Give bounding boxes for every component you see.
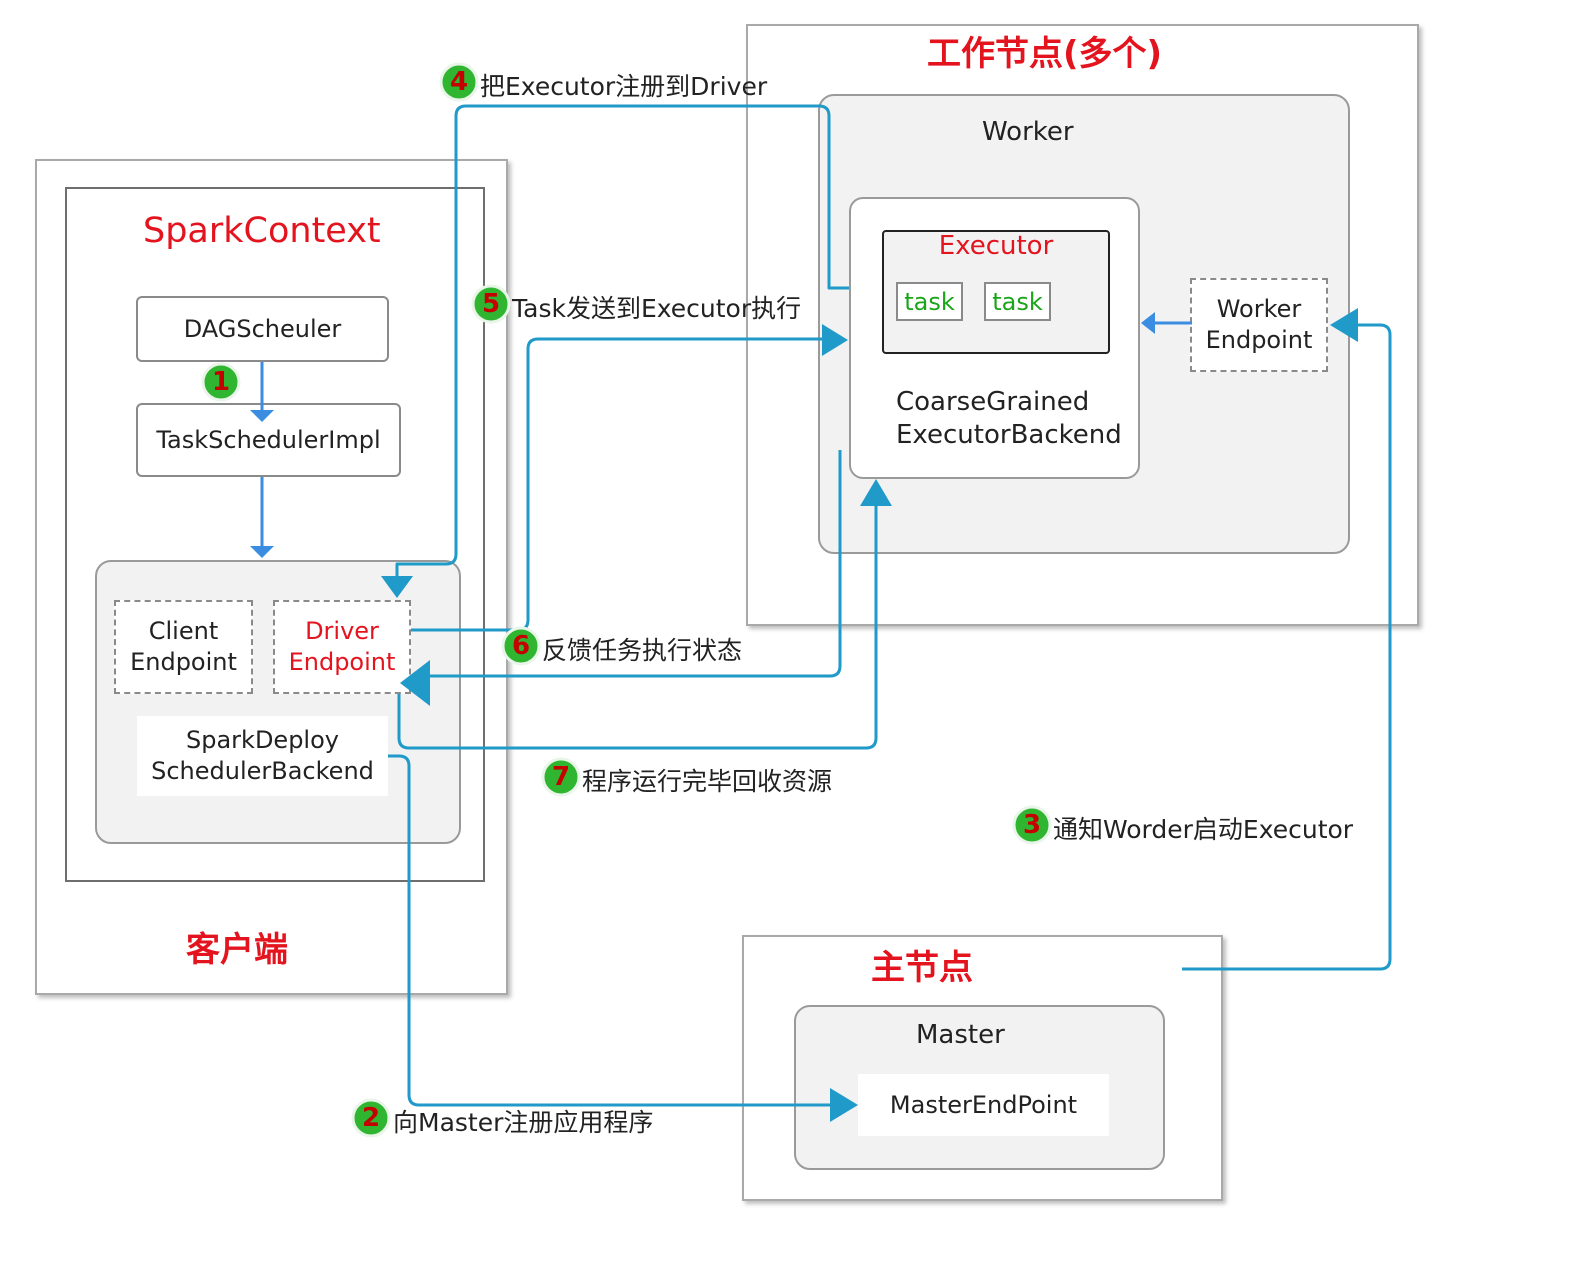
step-number-6: 6 [511,631,531,661]
step-number-7: 7 [551,762,571,792]
step-badge-1 [201,362,241,402]
step-label-7: 程序运行完毕回收资源 [582,767,833,796]
step-number-3: 3 [1022,810,1042,840]
step-label-6: 反馈任务执行状态 [542,636,743,665]
step-number-4: 4 [449,67,469,97]
master-label: Master [916,1020,1005,1050]
step-badge-4 [439,62,479,102]
task-label: task [992,287,1043,316]
step-label-3: 通知Worder启动Executor [1053,815,1354,844]
step-badge-3 [1012,805,1052,845]
flow-step5 [411,337,826,632]
flow-step2 [388,754,832,1107]
master-endpoint-label: MasterEndPoint [889,1090,1078,1119]
client-title: 客户端 [186,930,288,970]
arrowhead [250,410,274,422]
step-badge-5 [471,284,511,324]
step-number-5: 5 [481,289,501,319]
step-number-2: 2 [361,1103,381,1133]
dag-scheduler-label: DAGScheuler [183,315,342,343]
step-number-1: 1 [211,367,231,397]
arrowhead [381,576,413,598]
master-endpoint-box: MasterEndPoint [858,1074,1109,1136]
step-label-5: Task发送到Executor执行 [512,294,802,323]
arrowhead [250,546,274,558]
task-label: task [904,287,955,316]
executor-label: Executor [938,231,1054,261]
dag-scheduler-box: DAGScheuler [136,296,389,362]
step-badge-7 [541,757,581,797]
deploy-backend-box: SparkDeploy SchedulerBackend [137,716,388,796]
arrowhead [830,1088,858,1122]
master-node-title: 主节点 [871,948,973,988]
flow-step4 [395,104,849,578]
driver-endpoint-box: Driver Endpoint [273,600,411,694]
arrowhead [822,324,848,356]
flow-step3 [1182,323,1392,971]
worker-node-title: 工作节点(多个) [927,34,1163,74]
arrowhead [1330,308,1358,342]
task-box: task [984,282,1051,321]
coarse-grained-backend-label: CoarseGrained ExecutorBackend [896,387,1122,450]
sparkcontext-title: SparkContext [143,211,381,251]
step-badge-6 [501,626,541,666]
task-scheduler-label: TaskSchedulerImpl [156,426,381,454]
flow-step6 [430,450,842,678]
step-label-2: 向Master注册应用程序 [393,1108,654,1137]
flow-step7 [397,500,878,750]
step-badge-2 [351,1098,391,1138]
step-badges [201,62,1052,1138]
task-box: task [896,282,963,321]
client-endpoint-box: Client Endpoint [114,600,253,694]
arrowhead [400,660,430,706]
arrowhead [860,479,892,506]
arrowhead [1141,312,1155,334]
worker-label: Worker [982,117,1074,147]
step-label-4: 把Executor注册到Driver [480,72,768,101]
worker-endpoint-box: Worker Endpoint [1190,278,1328,372]
